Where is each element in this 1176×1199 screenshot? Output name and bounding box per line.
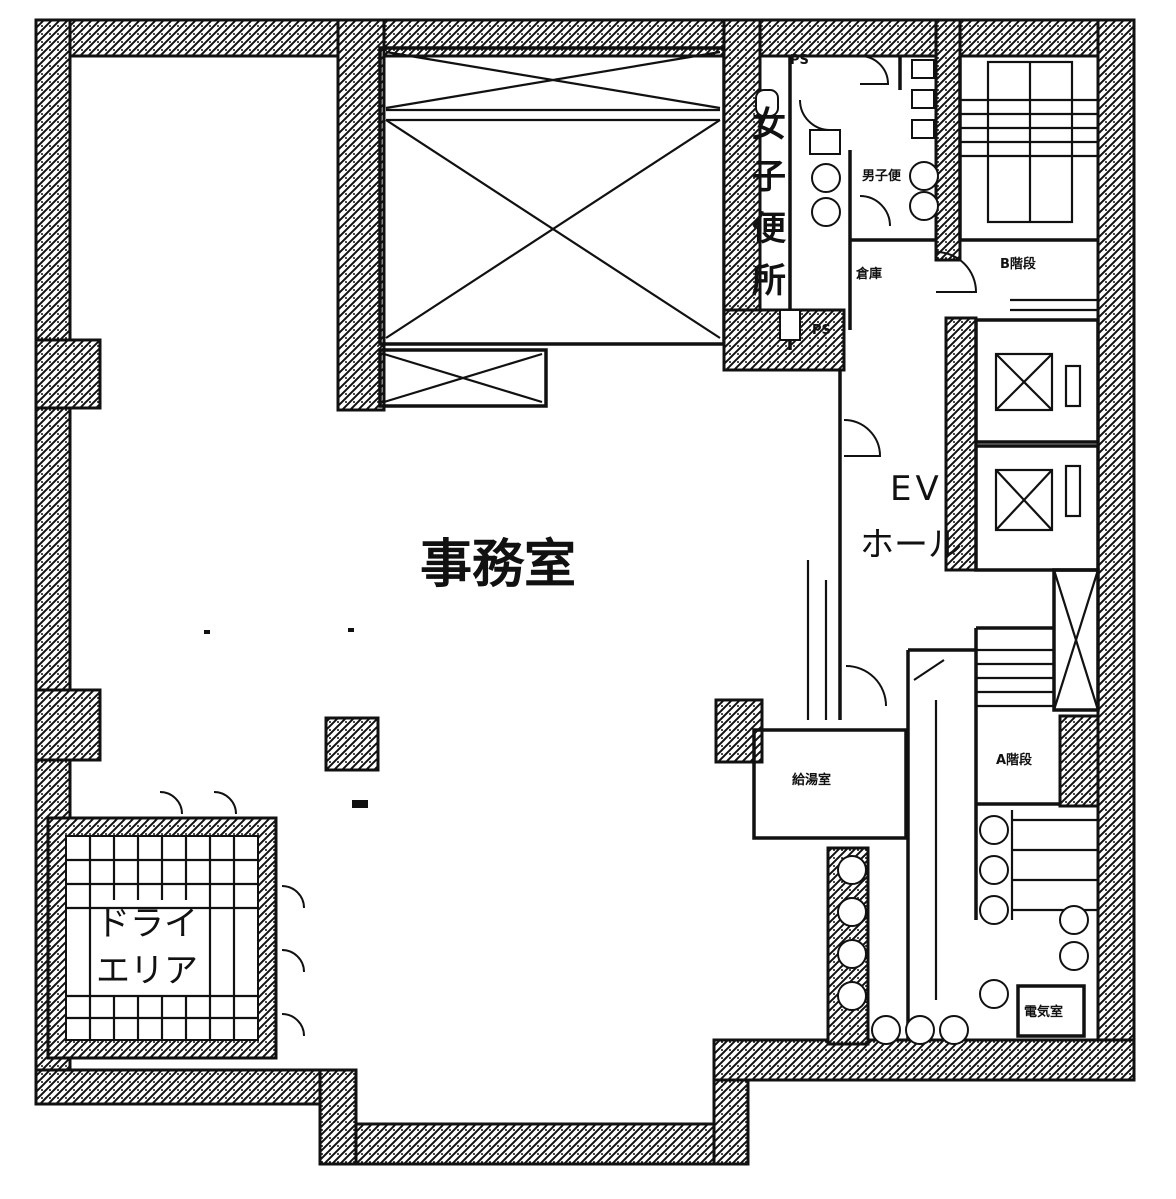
wall-top — [34, 18, 1134, 58]
toilet-fixture — [755, 89, 779, 117]
door-swing — [799, 99, 831, 131]
column-interior — [324, 716, 380, 772]
door-swing — [935, 251, 978, 293]
wall-bottom-left — [34, 1068, 358, 1106]
ps-right-label: PS — [812, 323, 831, 338]
toilet-fixture — [811, 197, 841, 227]
womens-restroom-char-4: 所 — [752, 261, 786, 301]
door-swing — [859, 195, 891, 227]
void-wall-left — [336, 18, 386, 412]
window-swing — [281, 949, 305, 973]
dry-area-label-line2: エリア — [96, 951, 198, 991]
wall-right — [1096, 18, 1136, 1082]
sink-fixture — [779, 309, 801, 341]
toilet-fixture — [811, 163, 841, 193]
wall-bottom-middle — [318, 1122, 742, 1166]
floor-mark — [204, 630, 210, 634]
void-upper — [336, 18, 726, 412]
toilet-fixture — [909, 161, 939, 191]
restroom-block — [722, 18, 978, 372]
outer-walls — [34, 18, 1136, 1166]
window-swing — [213, 791, 237, 815]
stair-a-wall — [1058, 714, 1100, 808]
stair-a-label: A階段 — [996, 752, 1032, 768]
elevator-bank — [944, 316, 1100, 572]
ev-hall-label-line1: EV — [890, 469, 943, 509]
wall-bottom-step-left — [318, 1068, 358, 1166]
sink-fixture — [911, 89, 935, 109]
womens-restroom-char-2: 子 — [752, 157, 786, 197]
elec-room-label: 電気室 — [1024, 1004, 1063, 1020]
door-swing — [843, 419, 882, 457]
stair-b — [958, 56, 1098, 312]
wall-bottom-right — [712, 1038, 1136, 1082]
window-swing — [281, 885, 305, 909]
sink-fixture — [809, 129, 841, 155]
dry-area-label-line1: ドライ — [96, 904, 198, 944]
stair-a — [974, 568, 1100, 920]
mens-restroom-label: 男子便 — [862, 168, 902, 184]
toilet-fixture — [909, 191, 939, 221]
womens-restroom-char-1: 女 — [752, 105, 786, 145]
window-swing — [159, 791, 183, 815]
door-swing — [859, 55, 890, 85]
service-corridor — [714, 648, 976, 1040]
planter-circles — [826, 815, 1089, 1046]
floor-outlet — [352, 800, 368, 808]
dry-area — [46, 791, 305, 1060]
column-left-upper — [34, 338, 102, 410]
stair-b-label: B階段 — [1000, 256, 1036, 272]
sink-fixture — [911, 119, 935, 139]
column-left-lower — [34, 688, 102, 762]
storage-label: 倉庫 — [855, 266, 882, 282]
restroom-wall-right — [934, 18, 962, 262]
office-label: 事務室 — [420, 534, 576, 595]
floor-mark — [348, 628, 354, 632]
door-swing — [913, 659, 945, 681]
stair-treads — [960, 98, 1098, 158]
sink-fixture — [911, 59, 935, 79]
hot-water-label: 給湯室 — [792, 772, 831, 788]
ev-hall-label-line2: ホール — [860, 525, 962, 565]
elevator-wall-left — [944, 316, 978, 572]
door-swing — [845, 665, 887, 707]
ps-left-label: PS — [790, 53, 809, 68]
womens-restroom-char-3: 便 — [752, 209, 787, 249]
window-swing — [281, 1013, 305, 1037]
